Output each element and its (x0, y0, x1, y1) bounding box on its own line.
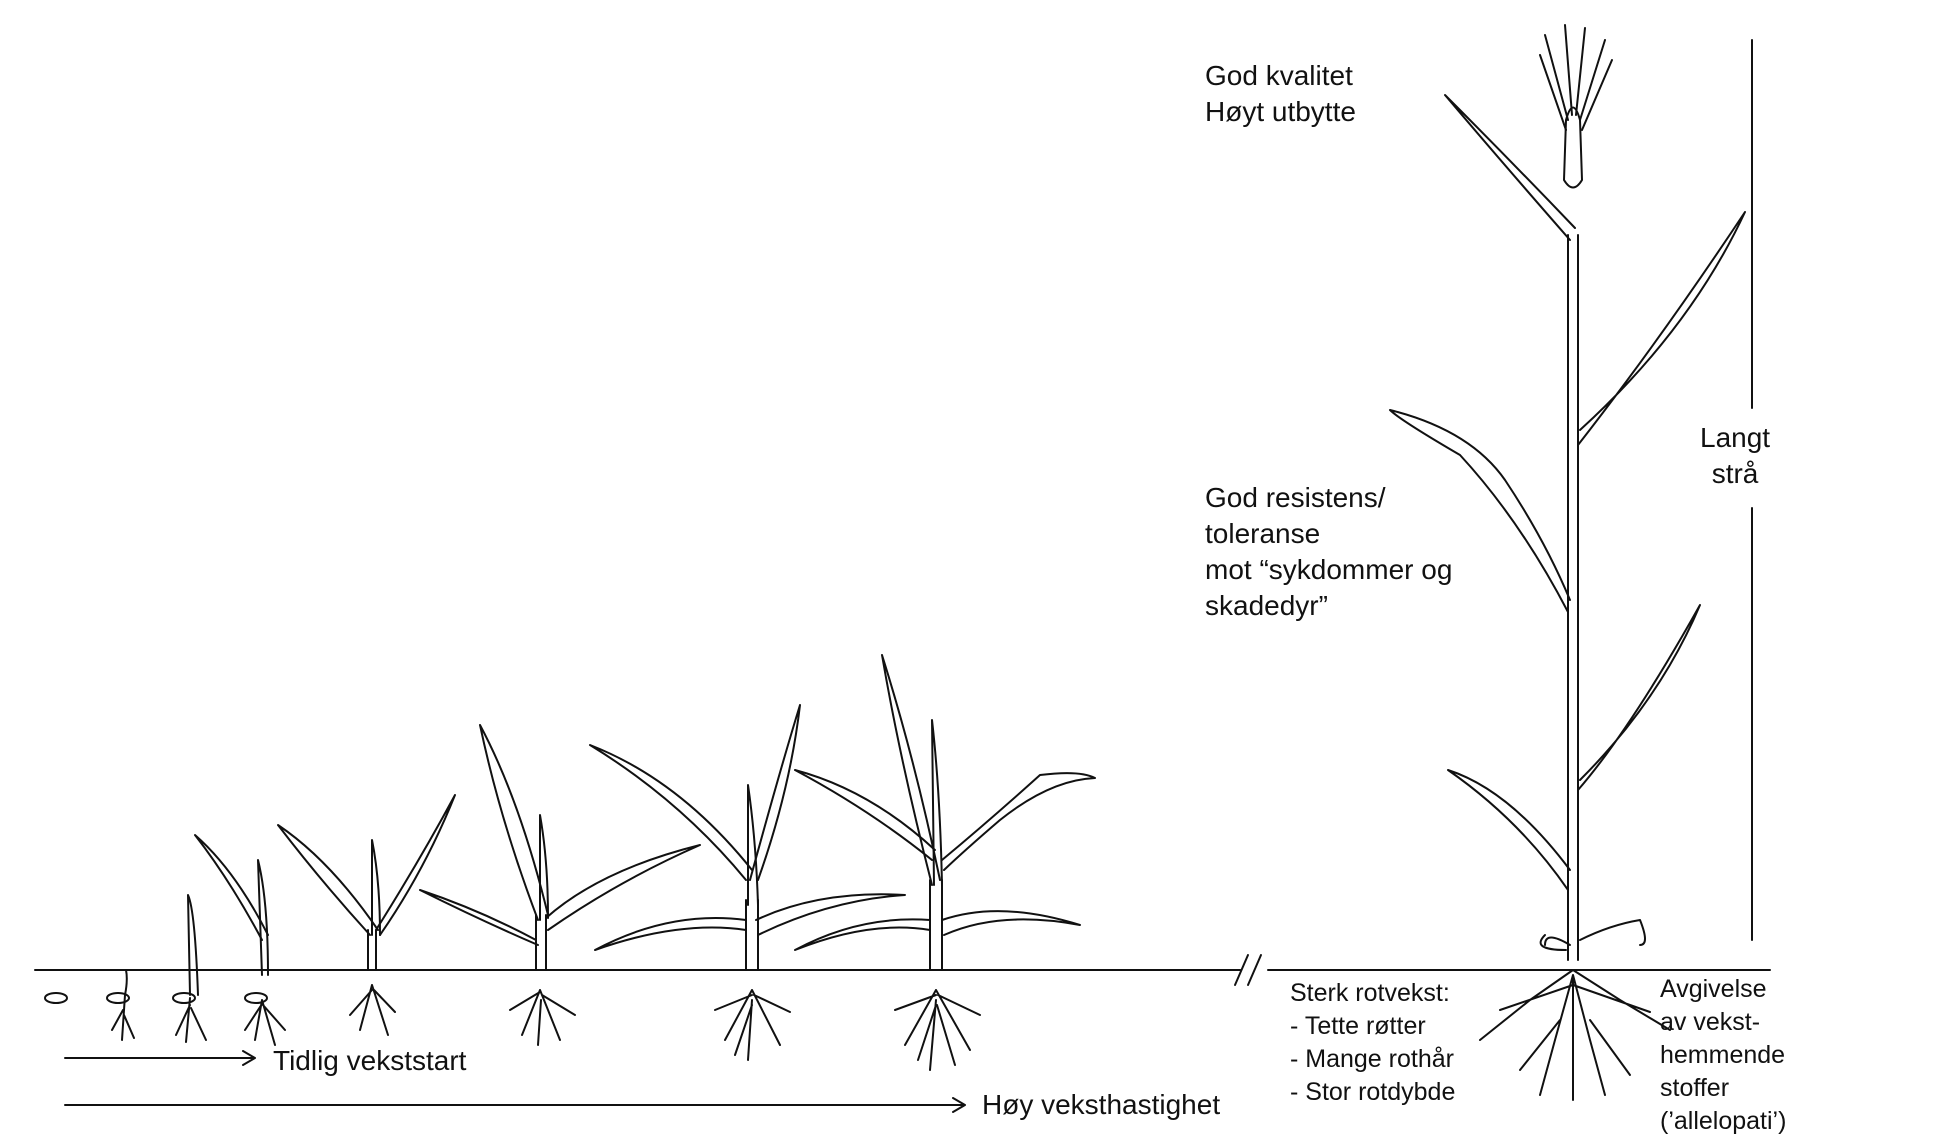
mature-leaf-mid-right (1577, 604, 1701, 791)
stage-4-root (349, 984, 396, 1036)
seed-3 (172, 992, 196, 1004)
stage-6-stem (745, 899, 759, 971)
quality-line-2: Høyt utbytte (1205, 96, 1356, 127)
stage-7-leaf-4 (794, 769, 936, 861)
seedling-1-shoot (124, 969, 128, 996)
quality-label: God kvalitet Høyt utbytte (1205, 58, 1356, 130)
stage-7-leaf-6 (794, 918, 931, 951)
stage-7-leaf-1 (881, 654, 941, 886)
mature-root-system (1479, 969, 1671, 1101)
stage-6-leaf-1 (747, 784, 759, 906)
allelopathy-line-5: (’allelopati’) (1660, 1107, 1787, 1135)
roots-line-1: Sterk rotvekst: (1290, 979, 1450, 1007)
stage-3-root (244, 999, 286, 1046)
stage-5-stem (535, 914, 547, 971)
stage-6-leaf-2 (749, 704, 801, 881)
stage-4-leaf-2 (371, 839, 381, 936)
seedling-2-shoot (187, 894, 199, 996)
seed-1 (44, 992, 68, 1004)
seed-4 (244, 992, 268, 1004)
resistance-line-3: mot “sykdommer og (1205, 554, 1453, 585)
resistance-label: God resistens/ toleranse mot “sykdommer … (1205, 480, 1452, 624)
stage-3-leaf-2 (194, 834, 269, 941)
stage-7-leaf-2 (931, 719, 943, 886)
early-start-arrow (64, 1050, 256, 1066)
growth-speed-label: Høy veksthastighet (982, 1089, 1221, 1120)
roots-line-2: - Tette røtter (1290, 1012, 1426, 1040)
stage-7-stem (929, 879, 943, 971)
roots-line-3: - Mange rothår (1290, 1045, 1454, 1073)
straw-line-1: Langt (1700, 422, 1771, 453)
stage-4-leaf-3 (375, 794, 456, 936)
resistance-line-1: God resistens/ (1205, 482, 1386, 513)
allelopathy-label: Avgivelse av vekst- hemmende stoffer (’a… (1660, 973, 1786, 1138)
straw-line-2: strå (1711, 458, 1759, 489)
stage-4-stem (367, 929, 377, 971)
stage-5-leaf-4 (419, 889, 539, 946)
mature-base-leaves (1539, 919, 1646, 951)
allelopathy-line-3: hemmende (1660, 1041, 1786, 1069)
resistance-line-2: toleranse (1205, 518, 1321, 549)
seed-2 (106, 992, 130, 1004)
stage-5-root (509, 989, 576, 1046)
stage-5-leaf-2 (539, 814, 549, 921)
resistance-line-4: skadedyr” (1205, 590, 1328, 621)
stage-6-leaf-3 (589, 744, 753, 881)
stage-6-leaf-5 (594, 917, 747, 951)
stage-5-leaf-1 (479, 724, 549, 921)
mature-flag-leaf (1444, 94, 1576, 241)
stage-7-root (894, 989, 981, 1071)
mature-leaf-upper-right (1577, 211, 1746, 446)
early-start-label: Tidlig vekststart (273, 1045, 467, 1076)
stage-3-leaf-1 (257, 859, 269, 976)
mature-awns (1539, 24, 1613, 131)
growth-speed-arrow (64, 1097, 966, 1113)
roots-line-4: - Stor rotdybde (1290, 1078, 1456, 1106)
break-mark (1234, 954, 1262, 986)
allelopathy-line-4: stoffer (1660, 1074, 1730, 1102)
stage-4-leaf-1 (277, 824, 379, 936)
stage-7-leaf-3 (941, 772, 1096, 871)
allelopathy-line-1: Avgivelse (1660, 975, 1767, 1003)
mature-leaf-low-left (1447, 769, 1571, 891)
stage-6-leaf-4 (755, 893, 906, 936)
allelopathy-line-2: av vekst- (1660, 1008, 1761, 1036)
straw-label: Langt strå (1700, 420, 1770, 492)
stage-7-leaf-5 (941, 910, 1081, 936)
seedling-1-root (111, 994, 135, 1041)
mature-leaf-mid-left (1389, 409, 1571, 613)
stage-6-root (714, 989, 791, 1061)
stage-5-leaf-3 (545, 844, 701, 931)
seedling-2-root (175, 997, 207, 1043)
quality-line-1: God kvalitet (1205, 60, 1353, 91)
roots-label: Sterk rotvekst: - Tette røtter - Mange r… (1290, 977, 1455, 1109)
